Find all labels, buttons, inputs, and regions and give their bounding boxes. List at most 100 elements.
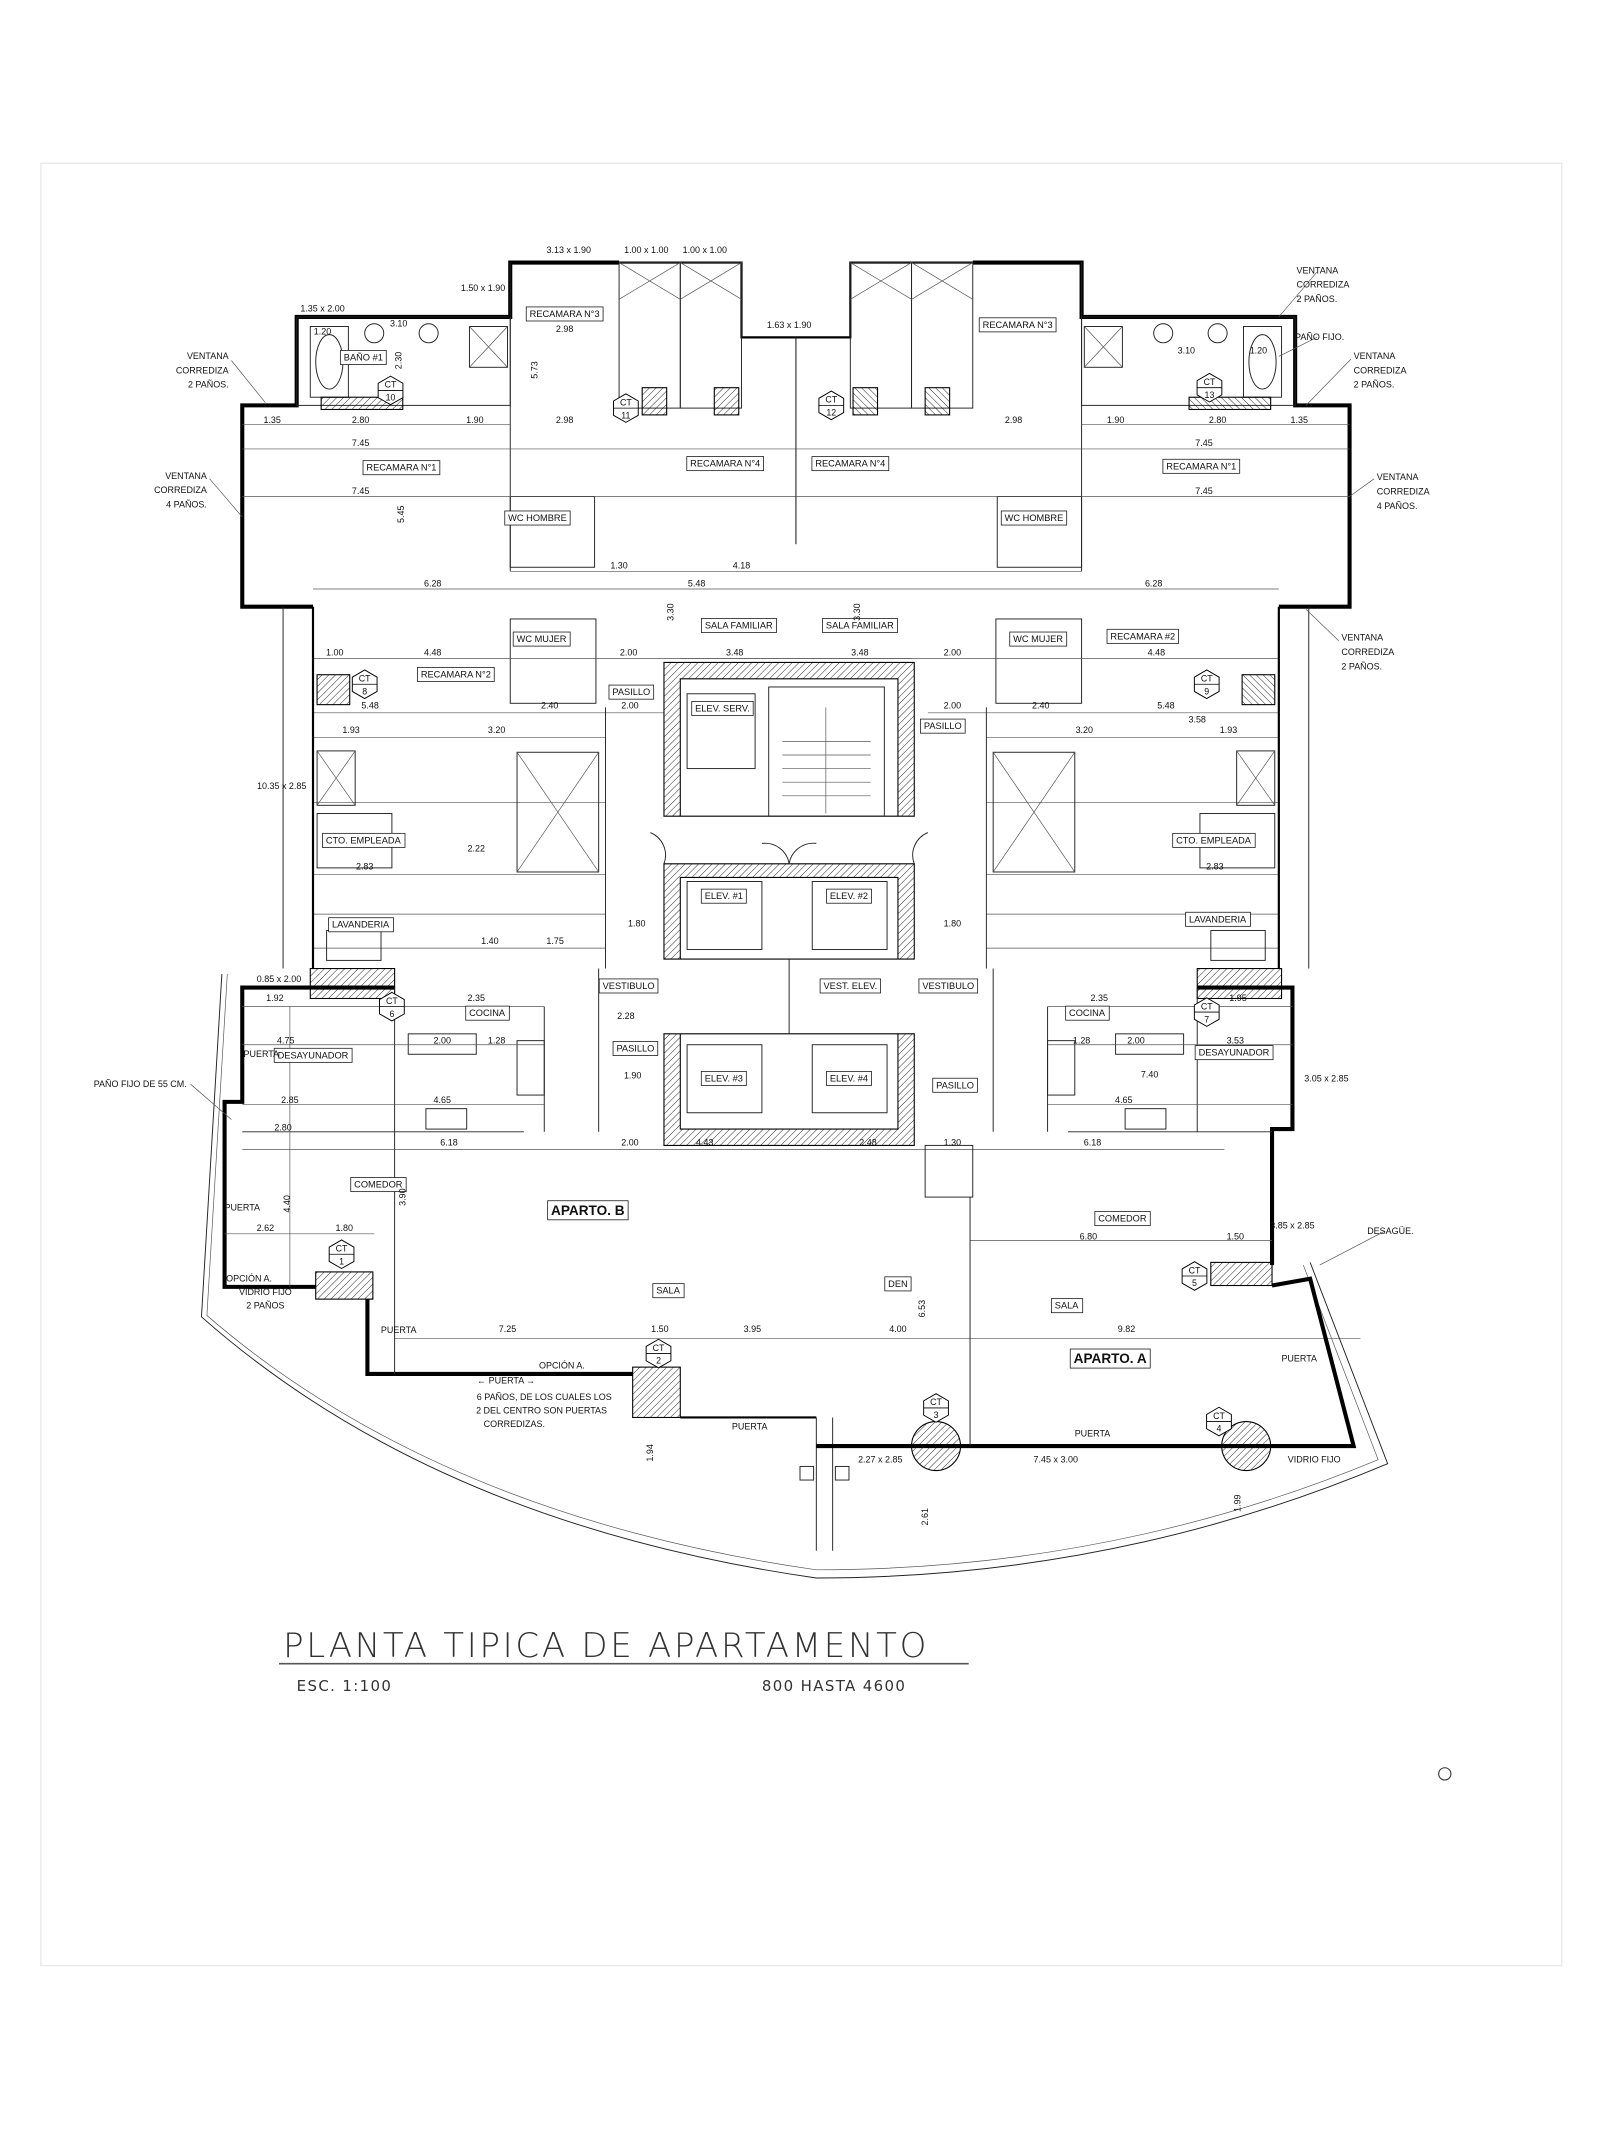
note-text: PUERTA <box>244 1049 280 1059</box>
sheet-border <box>40 162 1563 1967</box>
room-label: SALA <box>1050 1298 1084 1314</box>
ct-column-marker: CT3 <box>923 1393 949 1423</box>
room-label-frame <box>612 1041 659 1056</box>
dimension-label: 4.48 <box>1148 648 1165 658</box>
room-label-frame <box>1000 510 1068 526</box>
dimension-label: 1.94 <box>645 1444 655 1461</box>
note-text: 3.85 x 2.85 <box>1270 1220 1314 1230</box>
room-name: DESAYUNADOR <box>278 1050 349 1060</box>
dimension-label: 2.30 <box>393 352 403 369</box>
room-label: DESAYUNADOR <box>273 1047 353 1063</box>
dimension-label: 2.85 <box>281 1095 298 1105</box>
room-name: PASILLO <box>616 1044 654 1054</box>
window-callout-line: VENTANA <box>1377 472 1419 482</box>
room-label-frame <box>819 978 881 994</box>
room-name: RECAMARA N°3 <box>530 309 600 319</box>
room-label-frame <box>1094 1211 1151 1227</box>
room-name: RECAMARA N°2 <box>421 669 491 679</box>
room-label-frame <box>918 978 979 994</box>
window-callout-line: CORREDIZA <box>1341 647 1394 657</box>
room-label-frame <box>525 306 604 322</box>
room-label: DESAYUNADOR <box>1194 1045 1274 1061</box>
dimension-label: 1.90 <box>466 415 483 425</box>
room-name: WC HOMBRE <box>508 513 567 523</box>
room-label-frame <box>328 917 394 933</box>
note-text: PUERTA <box>732 1422 768 1432</box>
room-label-frame <box>465 1005 510 1021</box>
dimension-label: 1.20 <box>314 327 331 337</box>
note-text: PUERTA <box>224 1203 260 1213</box>
dimension-label: 1.93 <box>1220 725 1237 735</box>
window-callout-line: CORREDIZA <box>1354 365 1407 375</box>
room-label: WC MUJER <box>1009 631 1068 647</box>
room-label: RECAMARA N°4 <box>686 456 764 472</box>
room-label-frame <box>417 666 495 682</box>
dimension-label: 1.50 <box>651 1324 668 1334</box>
dimension-label: 2.80 <box>1209 415 1226 425</box>
room-name: CTO. EMPLEADA <box>326 835 402 845</box>
room-label: WC HOMBRE <box>504 510 571 526</box>
room-label-frame <box>826 888 872 904</box>
dimension-label: 2.00 <box>621 1137 638 1147</box>
room-name: PASILLO <box>924 721 962 731</box>
room-label-frame <box>686 456 764 472</box>
ct-label: CT <box>1189 1265 1201 1275</box>
room-name: WC MUJER <box>1013 634 1063 644</box>
dimension-label: 2.28 <box>617 1011 634 1021</box>
note-text: PUERTA <box>1075 1429 1111 1439</box>
room-name: RECAMARA N°4 <box>815 459 885 469</box>
apartment-name: APARTO. A <box>1074 1351 1147 1366</box>
room-label-frame <box>826 1071 872 1086</box>
room-name: VESTIBULO <box>922 981 974 991</box>
room-name: DESAYUNADOR <box>1199 1048 1270 1058</box>
dimension-label: 2.83 <box>1206 861 1223 871</box>
room-name: ELEV. #4 <box>830 1073 868 1083</box>
room-label-frame <box>1194 1045 1274 1061</box>
room-label: LAVANDERIA <box>1185 911 1251 927</box>
room-label-frame <box>1065 1005 1110 1021</box>
dimension-label: 1.99 <box>1233 1494 1243 1511</box>
dimension-label: 5.45 <box>396 505 406 522</box>
dimension-label: 1.90 <box>1107 415 1124 425</box>
room-label: VEST. ELEV. <box>819 978 881 994</box>
ct-column-marker: CT7 <box>1193 997 1220 1027</box>
dimension-label: 2.00 <box>944 701 961 711</box>
room-name: RECAMARA N°1 <box>1166 461 1236 471</box>
dimension-label: 1.35 <box>1291 415 1308 425</box>
note-text: OPCIÓN A. <box>226 1273 272 1283</box>
ct-label: CT <box>1213 1411 1225 1421</box>
room-name: ELEV. #1 <box>705 891 743 901</box>
dimension-label: 2.00 <box>944 648 961 658</box>
room-label: SALA FAMILIAR <box>701 618 777 633</box>
ct-label: CT <box>1201 1001 1213 1011</box>
dimension-label: 1.35 <box>263 415 280 425</box>
room-label: RECAMARA N°4 <box>811 456 890 472</box>
ct-number: 6 <box>389 1009 394 1019</box>
dimension-label: 1.80 <box>944 918 961 928</box>
dimension-label: 5.48 <box>1157 701 1174 711</box>
room-label-frame <box>350 1177 407 1193</box>
room-label: COCINA <box>1065 1005 1110 1021</box>
ct-column-marker: CT4 <box>1206 1406 1232 1437</box>
upper-wing-left <box>240 260 912 969</box>
room-label-frame <box>1009 631 1068 647</box>
apartment-b-walls <box>222 968 1361 1419</box>
dimension-label: 7.25 <box>499 1324 516 1334</box>
dimension-label: 1.30 <box>610 561 627 571</box>
room-name: COCINA <box>1069 1008 1106 1018</box>
room-label-frame <box>1185 911 1251 927</box>
room-label-frame <box>652 1283 685 1299</box>
room-name: ELEV. #3 <box>705 1073 743 1083</box>
room-name: SALA FAMILIAR <box>705 620 773 630</box>
dimension-label: 1.75 <box>546 936 563 946</box>
room-label: ELEV. #1 <box>700 888 747 904</box>
room-label: ELEV. #3 <box>700 1071 747 1086</box>
room-label: PASILLO <box>608 684 655 700</box>
room-name: ELEV. #2 <box>830 891 868 901</box>
